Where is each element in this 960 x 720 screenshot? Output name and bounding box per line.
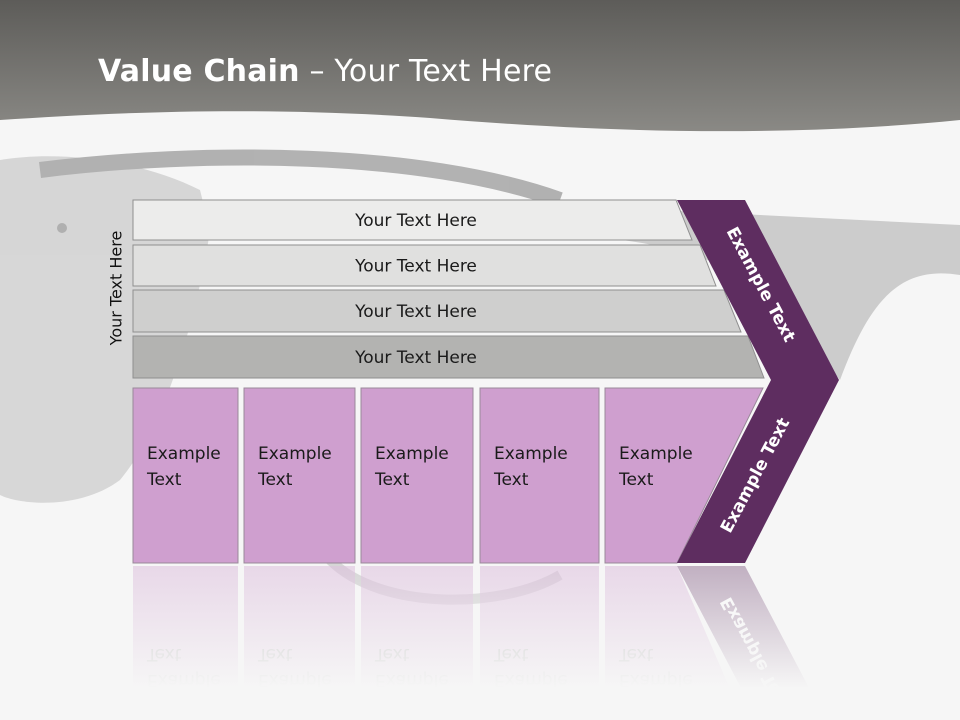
support-row: Your Text Here (132, 289, 742, 333)
primary-cell-line1: Example (619, 444, 693, 464)
support-row: Your Text Here (132, 244, 717, 287)
slide-title: Value Chain – Your Text Here (98, 54, 552, 89)
primary-cell-line1: Example (147, 444, 221, 464)
chevron-lower (677, 380, 839, 563)
support-row-shape (132, 199, 693, 241)
primary-cell-line2: Text (146, 470, 182, 490)
support-row-label: Your Text Here (354, 302, 477, 322)
support-row: Your Text Here (132, 199, 693, 241)
support-row-shape (132, 244, 717, 287)
primary-cell-line2: Text (618, 470, 654, 490)
header-band (0, 0, 960, 132)
support-row-label: Your Text Here (354, 257, 477, 277)
primary-cell-line1: Example (494, 444, 568, 464)
chevron-upper (677, 200, 839, 380)
primary-cell-shape (479, 387, 600, 564)
primary-cell-line2: Text (374, 470, 410, 490)
title-rest: – Your Text Here (299, 54, 553, 89)
primary-cell-shape (360, 387, 474, 564)
reflection-fade (120, 562, 840, 720)
primary-cell-line1: Example (258, 444, 332, 464)
primary-cell-shape (132, 387, 239, 564)
support-row-label: Your Text Here (354, 348, 477, 368)
title-bold: Value Chain (98, 54, 300, 89)
support-row-shape (132, 335, 765, 379)
primary-cell-line2: Text (493, 470, 529, 490)
support-row: Your Text Here (132, 335, 765, 379)
support-row-shape (132, 289, 742, 333)
support-row-label: Your Text Here (354, 211, 477, 231)
primary-cell-shape (243, 387, 356, 564)
primary-cell-line2: Text (257, 470, 293, 490)
primary-cell-line1: Example (375, 444, 449, 464)
